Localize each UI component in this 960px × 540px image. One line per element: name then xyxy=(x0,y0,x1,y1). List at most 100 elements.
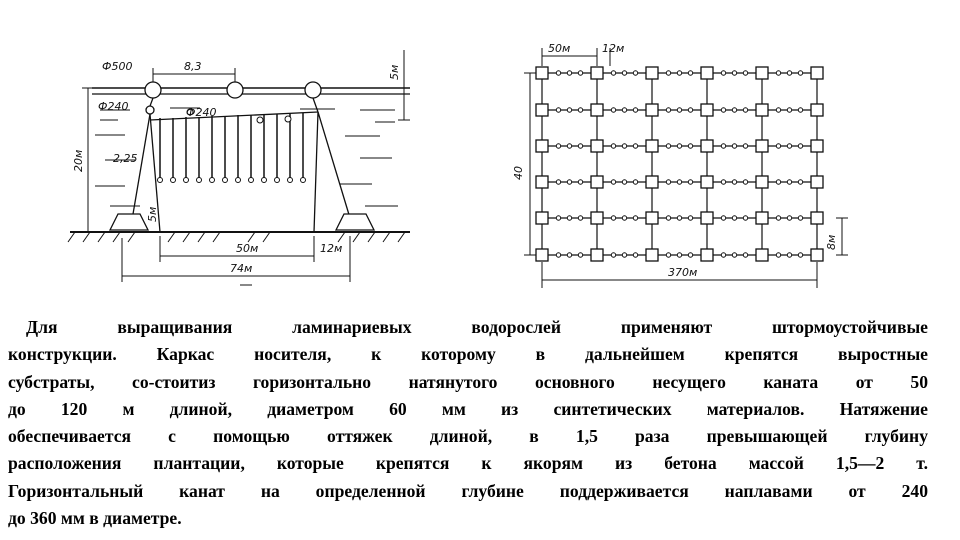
grid-node-buoy xyxy=(755,248,769,262)
col-spacing-label: 50м xyxy=(548,42,570,55)
grid-float xyxy=(742,252,749,258)
cross-section-diagram xyxy=(67,50,410,286)
small-spacing-label: 12м xyxy=(602,42,624,55)
grid-float xyxy=(676,252,683,258)
grid-float xyxy=(555,179,562,185)
float-small-left-label: Ф240 xyxy=(98,100,128,113)
grid-node-buoy xyxy=(590,211,604,225)
span-outer-label: 74м xyxy=(230,262,252,275)
grid-float xyxy=(797,143,804,149)
grid-node-buoy xyxy=(810,175,824,189)
grid-float xyxy=(621,143,628,149)
grid-node-buoy xyxy=(645,103,659,117)
grid-float xyxy=(731,70,738,76)
grid-float xyxy=(687,107,694,113)
grid-float xyxy=(742,107,749,113)
grid-float xyxy=(632,143,639,149)
grid-float xyxy=(621,215,628,221)
grid-float xyxy=(731,252,738,258)
grid-float xyxy=(687,215,694,221)
width-label: 370м xyxy=(668,266,697,279)
float-large-label: Ф500 xyxy=(102,60,132,73)
grid-float xyxy=(665,252,672,258)
grid-node-buoy xyxy=(645,66,659,80)
grid-float xyxy=(555,252,562,258)
grid-float xyxy=(797,252,804,258)
grid-float xyxy=(555,107,562,113)
grid-float xyxy=(665,143,672,149)
grid-float xyxy=(665,107,672,113)
grid-float xyxy=(621,107,628,113)
grid-node-buoy xyxy=(590,248,604,262)
grid-float xyxy=(731,143,738,149)
grid-float xyxy=(720,143,727,149)
grid-float xyxy=(720,179,727,185)
grid-float xyxy=(676,215,683,221)
grid-float xyxy=(742,70,749,76)
grid-node-buoy xyxy=(645,211,659,225)
slope-label: 2,25 xyxy=(113,152,138,165)
grid-float xyxy=(687,143,694,149)
grid-node-buoy xyxy=(755,66,769,80)
grid-node-buoy xyxy=(590,139,604,153)
grid-float xyxy=(720,215,727,221)
grid-float xyxy=(577,143,584,149)
grid-float xyxy=(786,179,793,185)
grid-float xyxy=(555,143,562,149)
grid-node-buoy xyxy=(645,248,659,262)
grid-node-buoy xyxy=(810,139,824,153)
grid-float xyxy=(566,179,573,185)
figure-area: Ф500 8,3 Ф240 Ф240 5м 20м 2,25 5м 50м 12… xyxy=(67,42,848,288)
grid-float xyxy=(610,215,617,221)
grid-float xyxy=(676,70,683,76)
grid-float xyxy=(742,143,749,149)
figure-diagrams: Ф500 8,3 Ф240 Ф240 5м 20м 2,25 5м 50м 12… xyxy=(67,42,848,288)
grid-float xyxy=(632,70,639,76)
grid-float xyxy=(742,179,749,185)
grid-float xyxy=(786,252,793,258)
grid-node-buoy xyxy=(700,139,714,153)
body-paragraph: Для выращивания ламинариевых водорослей … xyxy=(8,314,928,532)
grid-node-buoy xyxy=(645,139,659,153)
grid-float xyxy=(566,252,573,258)
grid-float xyxy=(676,143,683,149)
grid-node-buoy xyxy=(810,211,824,225)
grid-float xyxy=(577,70,584,76)
grid-node-buoy xyxy=(590,175,604,189)
grid-float xyxy=(797,70,804,76)
plan-grid-diagram xyxy=(524,48,848,288)
grid-node-buoy xyxy=(755,139,769,153)
grid-float xyxy=(687,252,694,258)
span-inner-label: 50м xyxy=(236,242,258,255)
grid-float xyxy=(632,107,639,113)
grid-node-buoy xyxy=(535,175,549,189)
grid-node-buoy xyxy=(700,66,714,80)
grid-node-buoy xyxy=(535,211,549,225)
grid-node-buoy xyxy=(535,248,549,262)
grid-node-buoy xyxy=(755,103,769,117)
grid-float xyxy=(610,70,617,76)
grid-float xyxy=(797,179,804,185)
grid-node-buoy xyxy=(700,103,714,117)
grid-node-buoy xyxy=(590,66,604,80)
grid-float xyxy=(742,215,749,221)
grid-float xyxy=(676,179,683,185)
grid-node-buoy xyxy=(755,211,769,225)
text-line: расположения плантации, которые крепятся… xyxy=(8,453,928,474)
grid-float xyxy=(797,107,804,113)
text-line: субстраты, со-стоитиз горизонтально натя… xyxy=(8,371,928,392)
grid-float xyxy=(621,179,628,185)
grid-float xyxy=(610,143,617,149)
height-label: 40 xyxy=(512,166,525,180)
grid-node-buoy xyxy=(755,175,769,189)
grid-node-buoy xyxy=(645,175,659,189)
grid-float xyxy=(786,215,793,221)
depth-top-label: 5м xyxy=(388,65,401,80)
grid-float xyxy=(577,179,584,185)
grid-float xyxy=(676,107,683,113)
grid-node-buoy xyxy=(535,103,549,117)
grid-float xyxy=(775,179,782,185)
anchor-depth-label: 5м xyxy=(146,207,159,222)
grid-float xyxy=(566,70,573,76)
grid-float xyxy=(577,252,584,258)
